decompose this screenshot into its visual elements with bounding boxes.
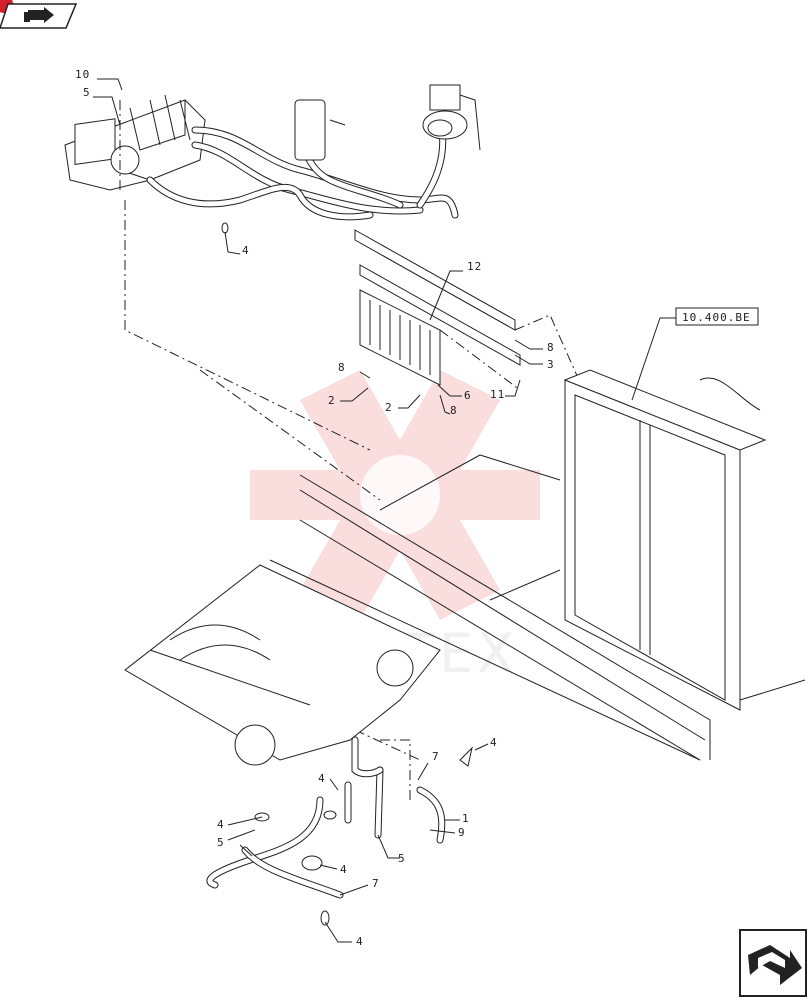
callout-8: 8 (547, 341, 555, 354)
callout-5: 5 (217, 836, 225, 849)
callout-12: 12 (467, 260, 482, 273)
compressor (422, 84, 481, 151)
callout-9: 9 (458, 826, 466, 839)
callout-2: 2 (385, 401, 393, 414)
lower-hoses (206, 222, 473, 926)
callout-7: 7 (372, 877, 380, 890)
callout-4: 4 (217, 818, 225, 831)
callout-7: 7 (432, 750, 440, 763)
callout-8: 8 (450, 404, 458, 417)
callout-leaders (93, 78, 543, 943)
chassis-frame (269, 454, 806, 761)
next-page-arrow-icon[interactable] (739, 929, 807, 997)
nav-arrow-icon[interactable] (0, 0, 78, 29)
callout-4: 4 (340, 863, 348, 876)
callout-5: 5 (83, 86, 91, 99)
valve-block (294, 99, 346, 161)
floor-plate (124, 564, 441, 766)
hvac-unit (64, 94, 206, 191)
reference-box-label: 10.400.BE (682, 311, 751, 324)
callout-2: 2 (328, 394, 336, 407)
callout-4: 4 (318, 772, 326, 785)
callout-1: 1 (462, 812, 470, 825)
condenser-bracket (354, 229, 521, 386)
radiator (563, 369, 767, 711)
callout-5: 5 (398, 852, 406, 865)
callout-4: 4 (490, 736, 498, 749)
callout-6: 6 (464, 389, 472, 402)
callout-8: 8 (338, 361, 346, 374)
callout-3: 3 (547, 358, 555, 371)
callout-10: 10 (75, 68, 90, 81)
callout-labels: 10 5 4 12 8 3 8 11 2 2 6 8 7 4 4 1 9 4 5… (75, 68, 555, 948)
callout-4: 4 (356, 935, 364, 948)
callout-11: 11 (490, 388, 505, 401)
callout-4: 4 (242, 244, 250, 257)
reference-box[interactable]: 10.400.BE (631, 307, 759, 401)
upper-hoses (146, 106, 459, 221)
